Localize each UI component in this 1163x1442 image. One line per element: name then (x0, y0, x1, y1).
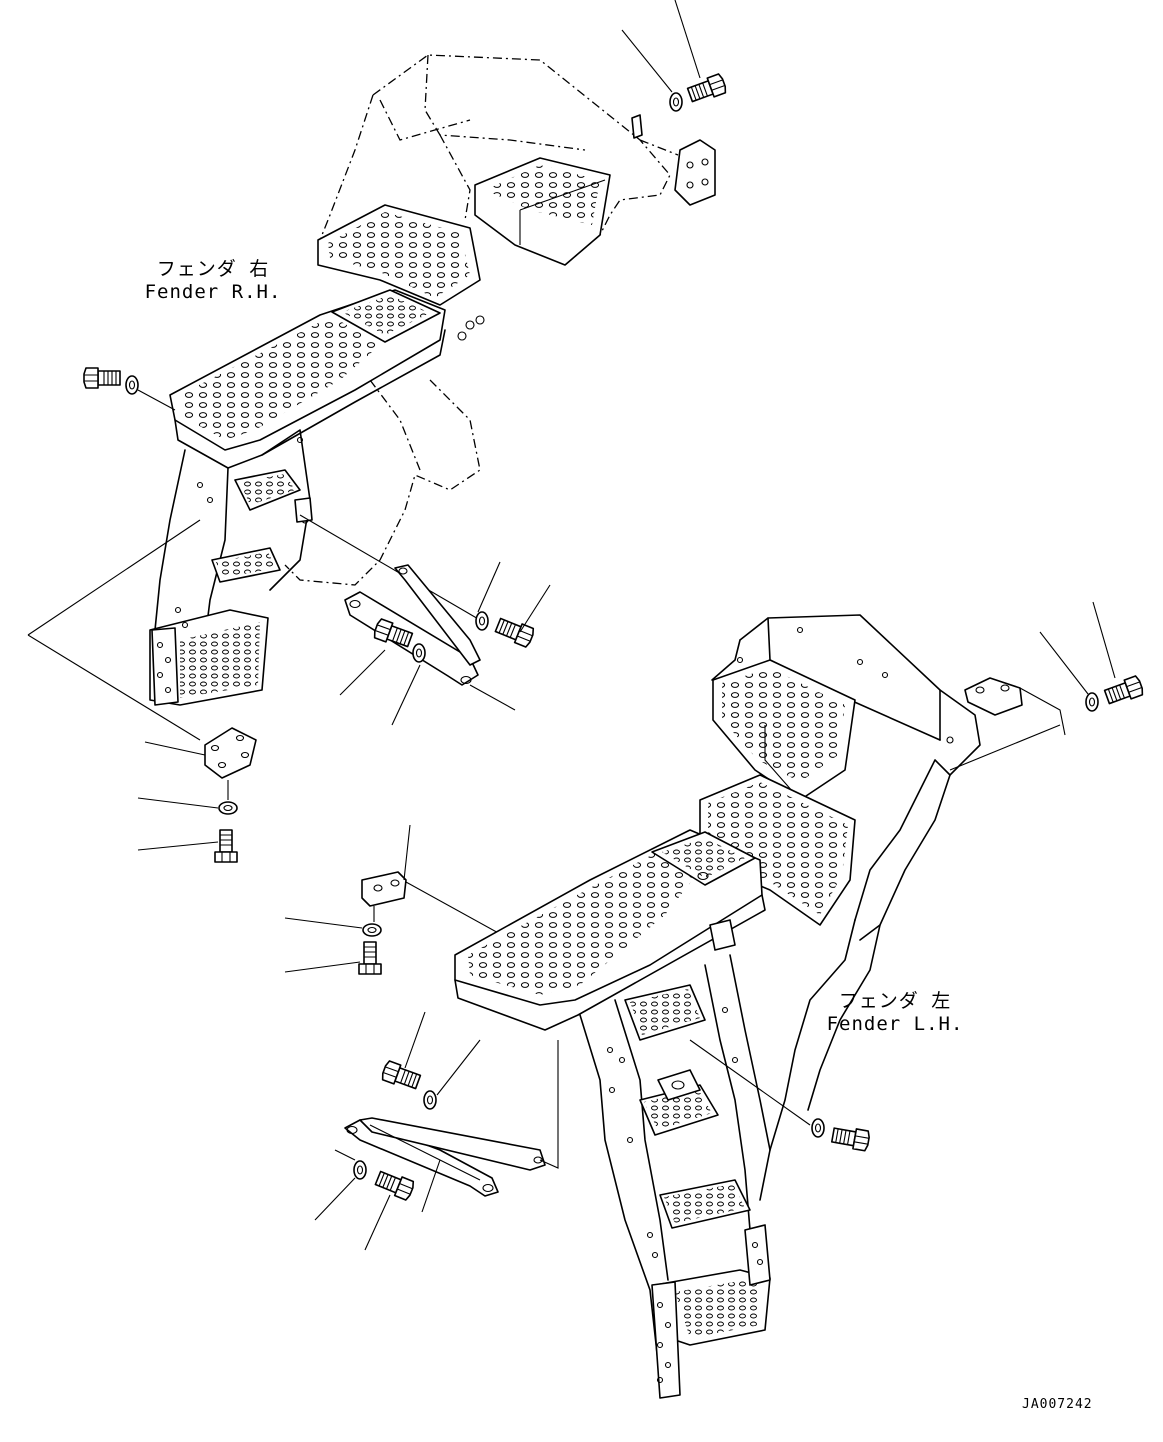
washer-icon (811, 1118, 825, 1138)
bolt-icon (373, 1167, 416, 1202)
fender-rh-label-jp: フェンダ 右 (156, 258, 270, 280)
washer-icon (1085, 692, 1099, 712)
mount-block-left (27, 519, 257, 863)
washer-icon (669, 92, 683, 112)
fender-lh-label-en: Fender L.H. (826, 1013, 964, 1035)
fender-lh-label-jp: フェンダ 左 (838, 990, 952, 1012)
fender-rh-assembly (83, 54, 729, 706)
fender-lh-assembly (454, 601, 1146, 1399)
fender-rh-label: フェンダ 右 Fender R.H. (118, 258, 308, 304)
bolt-icon (685, 72, 729, 106)
washer-icon (125, 375, 139, 395)
washer-icon (218, 801, 238, 815)
bolt-icon (1102, 674, 1146, 708)
washer-icon (412, 643, 426, 663)
bolt-icon (493, 614, 536, 649)
bolt-icon (83, 367, 121, 389)
washer-icon (353, 1160, 367, 1180)
bolt-icon (379, 1059, 423, 1093)
bolt-icon (830, 1124, 871, 1152)
bolt-icon (214, 829, 238, 863)
fender-lh-label: フェンダ 左 Fender L.H. (800, 990, 990, 1036)
drawing-code: JA007242 (1022, 1397, 1093, 1412)
stay-bracket-lower-small (284, 824, 521, 975)
washer-icon (475, 611, 489, 631)
stay-bracket-lower (314, 1011, 559, 1251)
washer-icon (362, 923, 382, 937)
bolt-icon (358, 941, 382, 975)
fender-rh-label-en: Fender R.H. (144, 281, 282, 303)
stay-bracket-upper (299, 514, 551, 726)
washer-icon (423, 1090, 437, 1110)
